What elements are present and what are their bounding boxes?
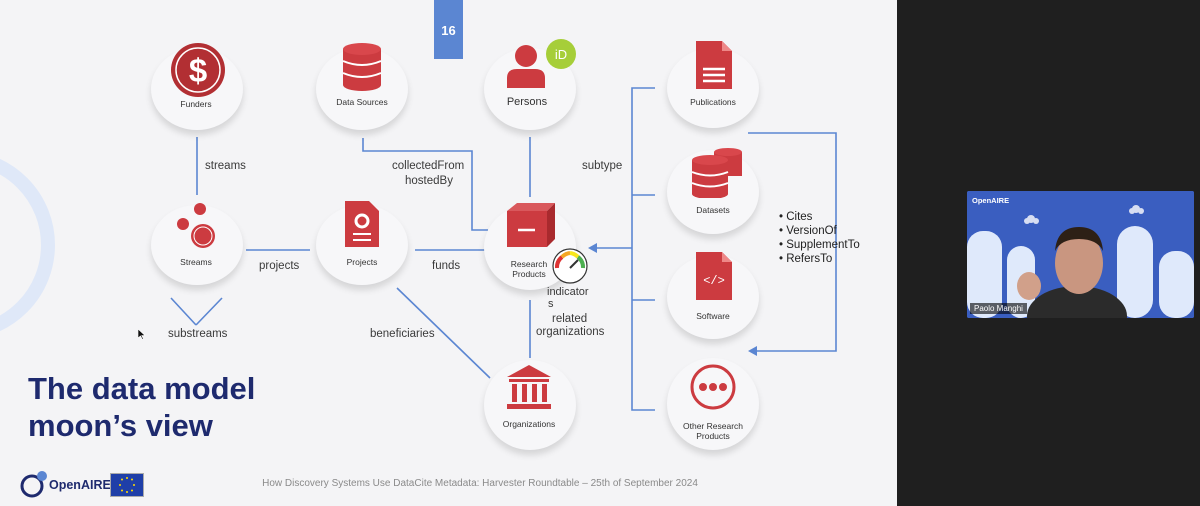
streams-label: Streams	[180, 257, 212, 267]
streams-icon	[177, 203, 215, 248]
video-background	[967, 191, 1194, 318]
database-icon	[342, 43, 382, 91]
openaire-logo-icon	[20, 471, 47, 498]
funders-label: Funders	[180, 99, 212, 109]
relations-list: Cites VersionOf SupplementTo RefersTo	[779, 210, 860, 266]
eu-flag-icon	[110, 473, 144, 497]
video-openaire-logo: OpenAIRE	[972, 196, 1010, 205]
slide-number: 16	[434, 0, 463, 59]
relation-item: SupplementTo	[779, 238, 860, 252]
software-label: Software	[696, 311, 730, 321]
slide-footer: How Discovery Systems Use DataCite Metad…	[262, 478, 698, 489]
datasets-icon	[691, 148, 742, 198]
code-file-icon: </>	[696, 252, 732, 300]
edge-beneficiaries: beneficiaries	[370, 328, 435, 340]
document-icon	[696, 41, 732, 89]
edge-substreams: substreams	[168, 328, 228, 340]
edge-hosted-by: hostedBy	[405, 175, 453, 187]
openaire-logo-text: OpenAIRE	[49, 478, 111, 492]
svg-text:iD: iD	[555, 47, 567, 62]
indicators-gauge-icon	[552, 248, 588, 284]
edge-indicators-1: indicator	[547, 286, 589, 298]
edge-indicators-2: s	[548, 298, 554, 310]
svg-text:</>: </>	[703, 274, 725, 288]
edge-related-1: related	[552, 313, 588, 325]
slide-title-line1: The data model	[28, 371, 256, 406]
orcid-icon: iD	[546, 39, 576, 69]
organizations-label: Organizations	[502, 419, 556, 429]
relation-item: RefersTo	[779, 252, 860, 266]
edge-subtype: subtype	[582, 160, 623, 172]
other-products-label-2: Products	[696, 431, 730, 441]
edge-funds: funds	[432, 260, 461, 272]
edge-streams: streams	[205, 160, 246, 172]
slide-title: The data model moon’s view	[28, 370, 255, 444]
decorative-arc	[0, 158, 55, 332]
other-products-label-1: Other Research	[683, 421, 743, 431]
box-icon	[507, 203, 555, 247]
participant-name: Paolo Manghi	[970, 303, 1027, 314]
edge-related-2: organizations	[536, 326, 605, 338]
research-products-label-2: Products	[512, 269, 546, 279]
publications-label: Publications	[690, 97, 736, 107]
projects-label: Projects	[346, 257, 378, 267]
project-file-icon	[345, 201, 379, 247]
datasets-label: Datasets	[696, 205, 730, 215]
moon-other	[667, 358, 759, 450]
presentation-slide: 16 $	[0, 0, 897, 506]
edge-collected-from: collectedFrom	[392, 160, 465, 172]
dollar-icon: $	[171, 43, 225, 97]
svg-text:$: $	[189, 52, 207, 89]
mouse-cursor-icon	[138, 329, 146, 340]
slide-title-line2: moon’s view	[28, 408, 213, 443]
persons-label: Persons	[506, 96, 548, 108]
building-icon	[507, 365, 551, 409]
data-sources-label: Data Sources	[336, 97, 388, 107]
person-icon	[507, 45, 545, 88]
relation-item: VersionOf	[779, 224, 860, 238]
edge-projects: projects	[259, 260, 300, 272]
more-icon	[690, 364, 736, 410]
research-products-label-1: Research	[510, 259, 548, 269]
relation-item: Cites	[779, 210, 860, 224]
speaker-video-tile[interactable]: OpenAIRE Paolo Manghi	[967, 191, 1194, 318]
